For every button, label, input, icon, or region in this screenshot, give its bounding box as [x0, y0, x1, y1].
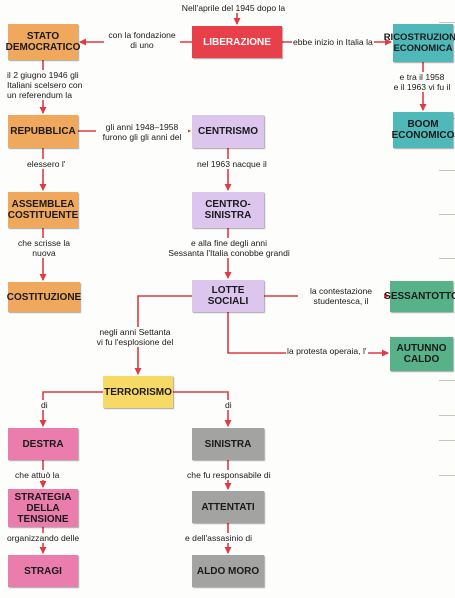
node-assemblea-costituente: ASSEMBLEA COSTITUENTE	[8, 192, 78, 228]
label-scrisse: che scrisse la nuova	[8, 238, 80, 258]
edge-terrorismo-destra	[39, 391, 103, 427]
label-anni1948: gli anni 1948–1958 furono gli gli anni d…	[96, 122, 188, 142]
node-strategia-della-tensione: STRATEGIA DELLA TENSIONE	[8, 489, 78, 527]
node-stragi: STRAGI	[8, 555, 78, 587]
node-sinistra: SINISTRA	[192, 428, 264, 460]
node-stato-democratico: STATO DEMOCRATICO	[6, 24, 80, 60]
node-attentati: ATTENTATI	[192, 491, 264, 523]
label-inizio: ebbe inizio in Italia la	[292, 37, 374, 47]
node-boom-economico: BOOM ECONOMICO	[392, 112, 454, 148]
node-repubblica: REPUBBLICA	[8, 115, 78, 148]
node-sessantotto: SESSANTOTTO	[384, 281, 455, 312]
label-fine-anni: e alla fine degli anni Sessanta l'Italia…	[160, 238, 298, 258]
node-centrismo: CENTRISMO	[192, 115, 264, 148]
label-referendum: il 2 giugno 1946 gli Italiani scelsero c…	[6, 70, 96, 100]
node-centro-sinistra: CENTRO- SINISTRA	[192, 192, 264, 228]
node-ricostruzione-economica: RICOSTRUZIONE ECONOMICA	[384, 24, 455, 62]
label-tra1958: e tra il 1958 e il 1963 vi fu il	[388, 72, 455, 92]
label-assassinio: e dell'assasinio di	[184, 533, 254, 543]
label-top: Nell'aprile del 1945 dopo la	[170, 3, 297, 13]
edge-terrorismo-sinistra	[173, 391, 232, 427]
node-autunno-caldo: AUTUNNO CALDO	[390, 337, 453, 371]
label-nel1963: nel 1963 nacque il	[196, 159, 268, 169]
label-settanta: negli anni Settanta vi fu l'esplosione d…	[86, 327, 184, 347]
label-responsabile: che fu responsabile di	[186, 470, 272, 480]
label-organizzando: organizzando delle	[6, 533, 81, 543]
node-liberazione: LIBERAZIONE	[192, 26, 282, 58]
label-contestazione: la contestazione studentesca, il	[298, 286, 384, 306]
node-destra: DESTRA	[8, 428, 78, 460]
label-attuo: che attuò la	[14, 470, 61, 480]
label-fondazione: con la fondazione di uno	[104, 30, 180, 50]
node-terrorismo: TERRORISMO	[103, 376, 173, 408]
node-costituzione: COSTITUZIONE	[7, 282, 81, 312]
label-protesta: la protesta operaia, l'	[286, 346, 368, 356]
node-lotte-sociali: LOTTE SOCIALI	[192, 280, 264, 312]
node-aldo-moro: ALDO MORO	[192, 555, 264, 587]
label-elessero: elessero l'	[26, 159, 67, 169]
label-di-left: di	[40, 400, 49, 410]
label-di-right: di	[224, 400, 233, 410]
edge-lotte-terrorismo	[134, 295, 192, 375]
